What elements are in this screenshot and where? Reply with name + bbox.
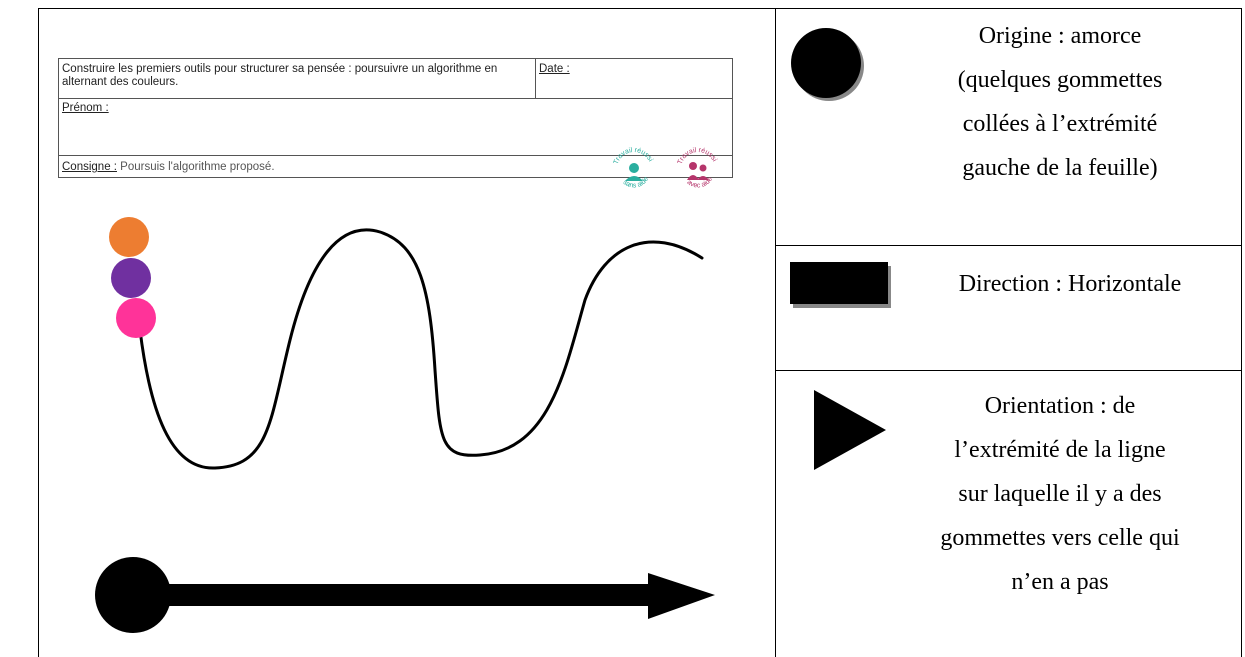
row-divider-2: [775, 370, 1242, 371]
date-label: Date :: [539, 63, 570, 75]
worksheet-header: Construire les premiers outils pour stru…: [58, 58, 733, 189]
instruction-row: Consigne : Poursuis l'algorithme proposé…: [59, 156, 732, 178]
direction-description: Direction : Horizontale: [910, 262, 1230, 306]
worksheet-title-row: Construire les premiers outils pour stru…: [59, 59, 732, 99]
consigne-label: Consigne :: [62, 161, 117, 173]
origin-circle-icon: [791, 28, 864, 101]
row-divider-1: [775, 245, 1242, 246]
orientation-line-1: Orientation : de: [984, 393, 1136, 419]
sticker-orange: [109, 217, 149, 257]
origin-line-2: (quelques gommettes: [957, 67, 1163, 93]
column-divider: [775, 8, 776, 657]
orientation-line-2: l’extrémité de la ligne: [954, 437, 1166, 463]
orientation-line-4: gommettes vers celle qui: [940, 525, 1180, 551]
orientation-line-5: n’en a pas: [1011, 569, 1109, 595]
name-row: Prénom : Travail réussi sans aide Travai…: [59, 99, 732, 189]
origin-line-4: gauche de la feuille): [962, 155, 1158, 181]
direction-arrow-drawing: [95, 557, 715, 633]
prenom-label: Prénom :: [62, 102, 109, 114]
direction-rectangle-icon: [790, 262, 891, 308]
wavy-line-drawing: [109, 217, 704, 470]
badge-without-help-icon: Travail réussi sans aide: [613, 147, 654, 189]
instruction: Consigne : Poursuis l'algorithme proposé…: [62, 161, 275, 173]
layout-table: [38, 8, 1242, 657]
badge-with-help-icon: Travail réussi avec aide: [677, 147, 718, 189]
origin-description: Origine : amorce (quelques gommettes col…: [880, 14, 1240, 190]
wavy-line: [138, 228, 704, 470]
worksheet-title: Construire les premiers outils pour stru…: [62, 63, 498, 88]
sticker-purple: [111, 258, 151, 298]
orientation-line-3: sur laquelle il y a des: [958, 481, 1162, 507]
arrow-head: [648, 573, 715, 619]
arrow-shaft: [130, 584, 650, 606]
orientation-description: Orientation : de l’extrémité de la ligne…: [880, 384, 1240, 604]
origin-line-3: collées à l’extrémité: [962, 111, 1158, 137]
direction-line-1: Direction : Horizontale: [958, 271, 1182, 297]
consigne-text: Poursuis l'algorithme proposé.: [116, 161, 275, 173]
origin-line-1: Origine : amorce: [978, 23, 1142, 49]
date-field: Date :: [535, 59, 570, 99]
arrow-origin-dot: [95, 557, 171, 633]
sticker-pink: [116, 298, 156, 338]
orientation-triangle-icon: [814, 390, 886, 470]
